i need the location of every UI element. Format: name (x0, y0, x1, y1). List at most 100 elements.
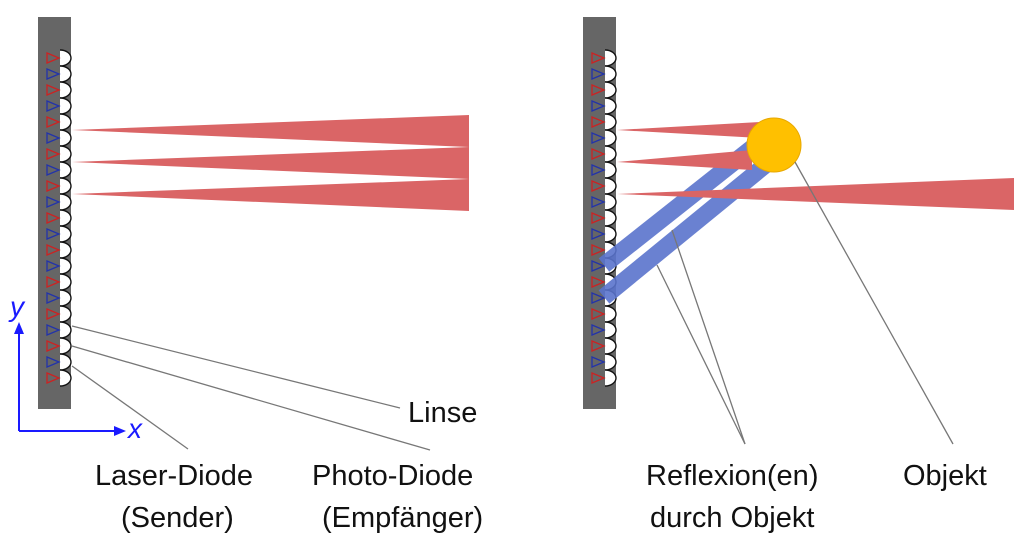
laser-diode-icon (591, 244, 606, 256)
lens-icon (59, 289, 72, 307)
leader-line-reflexion (671, 229, 746, 445)
leader-line-objekt (794, 161, 954, 445)
photo-diode-icon (591, 68, 606, 80)
photo-diode-icon (46, 356, 61, 368)
photo-diode-icon (46, 292, 61, 304)
lens-icon (59, 113, 72, 131)
lens-icon (59, 81, 72, 99)
leader-line-reflexion (656, 264, 746, 445)
photo-diode-icon (46, 100, 61, 112)
leader-line-linse (71, 325, 401, 409)
laser-diode-icon (591, 180, 606, 192)
lens-icon (604, 209, 617, 227)
laser-diode-icon (46, 276, 61, 288)
lens-icon (604, 97, 617, 115)
photo-diode-icon (591, 132, 606, 144)
lens-icon (604, 113, 617, 131)
lens-icon (59, 97, 72, 115)
lens-icon (59, 337, 72, 355)
photo-diode-icon (591, 292, 606, 304)
laser-beam (72, 115, 469, 147)
lens-icon (604, 161, 617, 179)
photo-diode-icon (46, 324, 61, 336)
laser-diode-icon (591, 116, 606, 128)
photo-diode-icon (591, 260, 606, 272)
laser-beam-blocked (617, 122, 760, 138)
photo-diode-icon (46, 164, 61, 176)
laser-diode-icon (46, 340, 61, 352)
laser-beam (72, 147, 469, 179)
lens-icon (59, 161, 72, 179)
left-panel (14, 17, 469, 451)
laser-diode-icon (46, 372, 61, 384)
laser-diode-sublabel: (Sender) (121, 502, 234, 534)
lens-icon (59, 129, 72, 147)
lens-icon (59, 65, 72, 83)
lens-icon (604, 65, 617, 83)
diode-array-left (46, 49, 72, 387)
lens-icon (59, 241, 72, 259)
leader-lines-right (656, 161, 954, 445)
objekt-label: Objekt (903, 460, 987, 492)
photo-diode-icon (591, 356, 606, 368)
photo-diode-icon (46, 68, 61, 80)
reflexion-label: Reflexion(en) (646, 460, 819, 492)
laser-beam (617, 178, 1014, 210)
photo-diode-icon (46, 228, 61, 240)
photo-diode-icon (591, 324, 606, 336)
y-axis-label: y (10, 291, 24, 322)
lens-icon (59, 193, 72, 211)
x-axis-label: x (128, 413, 142, 444)
leader-lines-left (71, 325, 431, 451)
laser-diode-icon (46, 244, 61, 256)
reflection-beam (598, 151, 780, 304)
laser-diode-icon (591, 212, 606, 224)
photo-diode-icon (46, 260, 61, 272)
laser-beams-left (72, 115, 469, 211)
leader-line-photo-diode (71, 345, 431, 451)
laser-diode-icon (591, 84, 606, 96)
lens-icon (604, 369, 617, 387)
lens-icon (604, 145, 617, 163)
leader-line-laser-diode (71, 365, 189, 450)
laser-beam-blocked (617, 150, 752, 170)
linse-label: Linse (408, 397, 478, 429)
laser-diode-icon (591, 308, 606, 320)
laser-diode-icon (46, 116, 61, 128)
photo-diode-icon (591, 100, 606, 112)
lens-icon (59, 321, 72, 339)
lens-icon (604, 177, 617, 195)
photo-diode-sublabel: (Empfänger) (322, 502, 484, 534)
laser-diode-icon (46, 308, 61, 320)
lens-icon (604, 305, 617, 323)
laser-diode-icon (46, 84, 61, 96)
lens-icon (59, 145, 72, 163)
laser-diode-icon (46, 52, 61, 64)
laser-diode-icon (591, 148, 606, 160)
lens-icon (59, 305, 72, 323)
lens-icon (604, 321, 617, 339)
lens-icon (604, 49, 617, 67)
lens-icon (59, 353, 72, 371)
laser-diode-icon (591, 52, 606, 64)
laser-beams-right (617, 122, 1014, 210)
laser-diode-icon (591, 372, 606, 384)
lens-icon (604, 81, 617, 99)
laser-beam (72, 179, 469, 211)
lens-icon (59, 257, 72, 275)
lens-icon (59, 49, 72, 67)
lens-icon (59, 225, 72, 243)
lens-icon (604, 337, 617, 355)
laser-diode-icon (46, 148, 61, 160)
laser-diode-icon (591, 276, 606, 288)
laser-diode-icon (46, 212, 61, 224)
lens-icon (59, 209, 72, 227)
photo-diode-icon (591, 228, 606, 240)
coordinate-axes (14, 322, 126, 436)
photo-diode-icon (46, 132, 61, 144)
y-axis-arrow-icon (14, 322, 24, 334)
reflexion-sublabel: durch Objekt (650, 502, 815, 534)
photo-diode-icon (591, 164, 606, 176)
lens-icon (604, 193, 617, 211)
